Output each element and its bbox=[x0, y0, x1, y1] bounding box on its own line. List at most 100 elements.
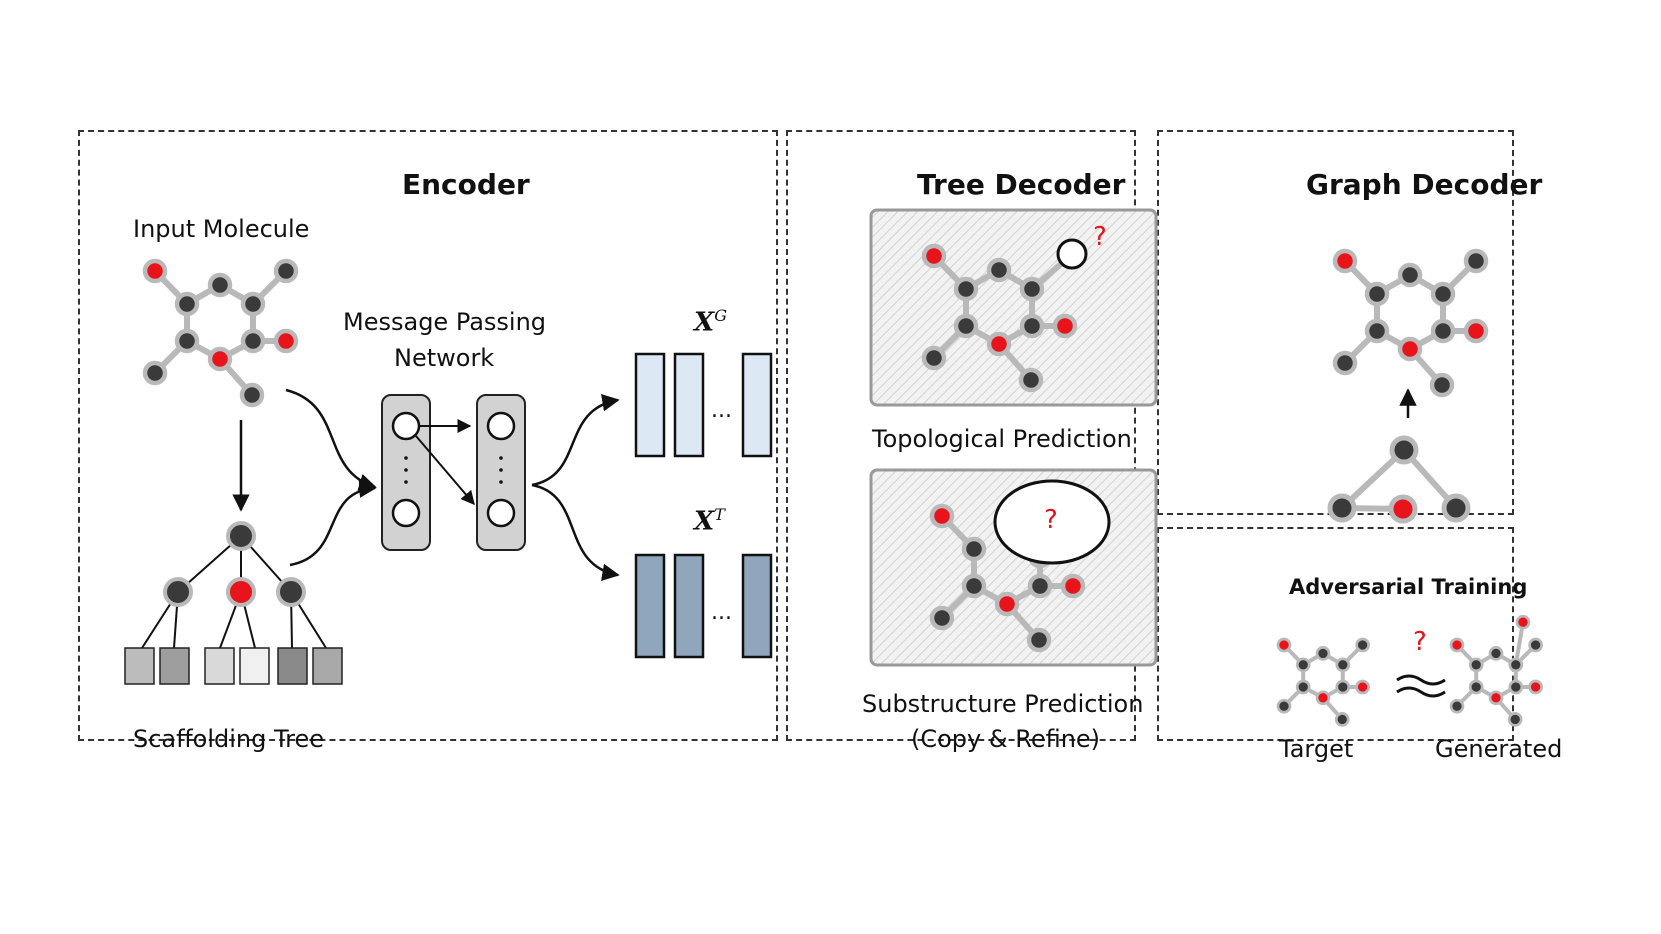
red-atom bbox=[1528, 679, 1543, 695]
atom bbox=[1332, 350, 1358, 376]
red-atom bbox=[1355, 679, 1370, 695]
atom bbox=[921, 345, 947, 371]
red-atom bbox=[1397, 336, 1423, 362]
atom bbox=[240, 328, 266, 354]
target-molecule bbox=[1276, 637, 1370, 727]
xt-ellipsis: ... bbox=[711, 600, 732, 625]
xt-label: XT bbox=[694, 505, 725, 537]
red-atom bbox=[1449, 637, 1465, 653]
scaffolding-tree-label: Scaffolding Tree bbox=[133, 725, 325, 753]
scaffolding-tree bbox=[124, 521, 343, 685]
atom bbox=[142, 360, 168, 386]
mpn-label-line2: Network bbox=[394, 344, 495, 372]
red-atom bbox=[1052, 313, 1078, 339]
encoder-title: Encoder bbox=[402, 168, 530, 201]
message-passing-network bbox=[381, 394, 526, 551]
adversarial-panel bbox=[1157, 527, 1514, 741]
atom bbox=[1335, 657, 1351, 673]
substructure-ellipse bbox=[993, 479, 1111, 565]
generated-label: Generated bbox=[1435, 735, 1563, 763]
tree-decoder-title: Tree Decoder bbox=[917, 168, 1126, 201]
atom bbox=[1295, 657, 1311, 673]
copy-refine-label: (Copy & Refine) bbox=[911, 725, 1101, 753]
atom bbox=[239, 382, 265, 408]
xg-label: XG bbox=[694, 306, 727, 338]
atom bbox=[1026, 627, 1052, 653]
topological-prediction-label: Topological Prediction bbox=[872, 425, 1132, 453]
topo-question-mark: ? bbox=[1093, 222, 1107, 252]
red-atom bbox=[994, 591, 1020, 617]
xt-embedding-bars bbox=[634, 553, 773, 659]
atom bbox=[1429, 372, 1455, 398]
adversarial-title: Adversarial Training bbox=[1289, 575, 1528, 599]
atom bbox=[1430, 318, 1456, 344]
red-atom bbox=[1515, 614, 1531, 630]
atom bbox=[1468, 679, 1484, 695]
arrow-tree-to-mpn bbox=[289, 480, 377, 567]
target-label: Target bbox=[1279, 735, 1354, 763]
xg-base: X bbox=[694, 307, 715, 338]
atom bbox=[1027, 573, 1053, 599]
atom bbox=[1430, 281, 1456, 307]
atom bbox=[961, 536, 987, 562]
xg-embedding-bars bbox=[634, 352, 773, 458]
tree-decoder-panel bbox=[786, 130, 1136, 741]
generated-molecule bbox=[1449, 614, 1543, 727]
substructure-prediction-label: Substructure Prediction bbox=[862, 690, 1144, 718]
mpn-label-line1: Message Passing bbox=[343, 308, 547, 336]
atom bbox=[174, 328, 200, 354]
atom bbox=[273, 258, 299, 284]
open-node bbox=[1056, 238, 1088, 270]
sub-question-mark: ? bbox=[1044, 505, 1058, 535]
atom bbox=[1335, 679, 1351, 695]
graph-decoder-title: Graph Decoder bbox=[1306, 168, 1543, 201]
red-atom bbox=[1276, 637, 1292, 653]
atom bbox=[1508, 657, 1524, 673]
red-atom bbox=[273, 328, 299, 354]
input-molecule bbox=[142, 258, 299, 408]
triangle-graph bbox=[1327, 435, 1471, 524]
atom bbox=[961, 573, 987, 599]
arrow-molecule-to-mpn bbox=[285, 388, 377, 491]
arrow-mpn-to-xg bbox=[531, 394, 620, 487]
xt-sup: T bbox=[714, 505, 725, 524]
atom bbox=[1018, 367, 1044, 393]
red-atom bbox=[921, 243, 947, 269]
atom bbox=[1488, 646, 1504, 661]
xg-sup: G bbox=[714, 306, 727, 325]
red-atom bbox=[929, 503, 955, 529]
atom bbox=[1315, 646, 1331, 661]
atom bbox=[986, 257, 1012, 283]
atom bbox=[1397, 262, 1423, 288]
atom bbox=[1334, 712, 1350, 727]
atom bbox=[1276, 698, 1292, 714]
atom bbox=[929, 605, 955, 631]
atom bbox=[240, 291, 266, 317]
topological-box bbox=[869, 208, 1158, 407]
atom bbox=[1019, 276, 1045, 302]
red-atom bbox=[1488, 690, 1504, 706]
atom bbox=[953, 276, 979, 302]
atom bbox=[174, 291, 200, 317]
atom bbox=[1508, 679, 1524, 695]
atom bbox=[1528, 637, 1543, 653]
encoder-panel bbox=[78, 130, 778, 741]
decoded-molecule bbox=[1332, 248, 1489, 398]
xg-ellipsis: ... bbox=[711, 398, 732, 423]
red-atom bbox=[207, 346, 233, 372]
atom bbox=[953, 313, 979, 339]
atom bbox=[207, 272, 233, 298]
atom bbox=[1355, 637, 1370, 653]
atom bbox=[1468, 657, 1484, 673]
atom bbox=[1507, 712, 1523, 727]
red-atom bbox=[142, 258, 168, 284]
atom bbox=[1449, 698, 1465, 714]
red-atom bbox=[1332, 248, 1358, 274]
red-atom bbox=[986, 331, 1012, 357]
adversarial-question-mark: ? bbox=[1413, 627, 1427, 657]
xt-base: X bbox=[694, 506, 715, 537]
topological-molecule bbox=[921, 243, 1078, 393]
approx-symbol bbox=[1396, 674, 1446, 698]
atom bbox=[1463, 248, 1489, 274]
